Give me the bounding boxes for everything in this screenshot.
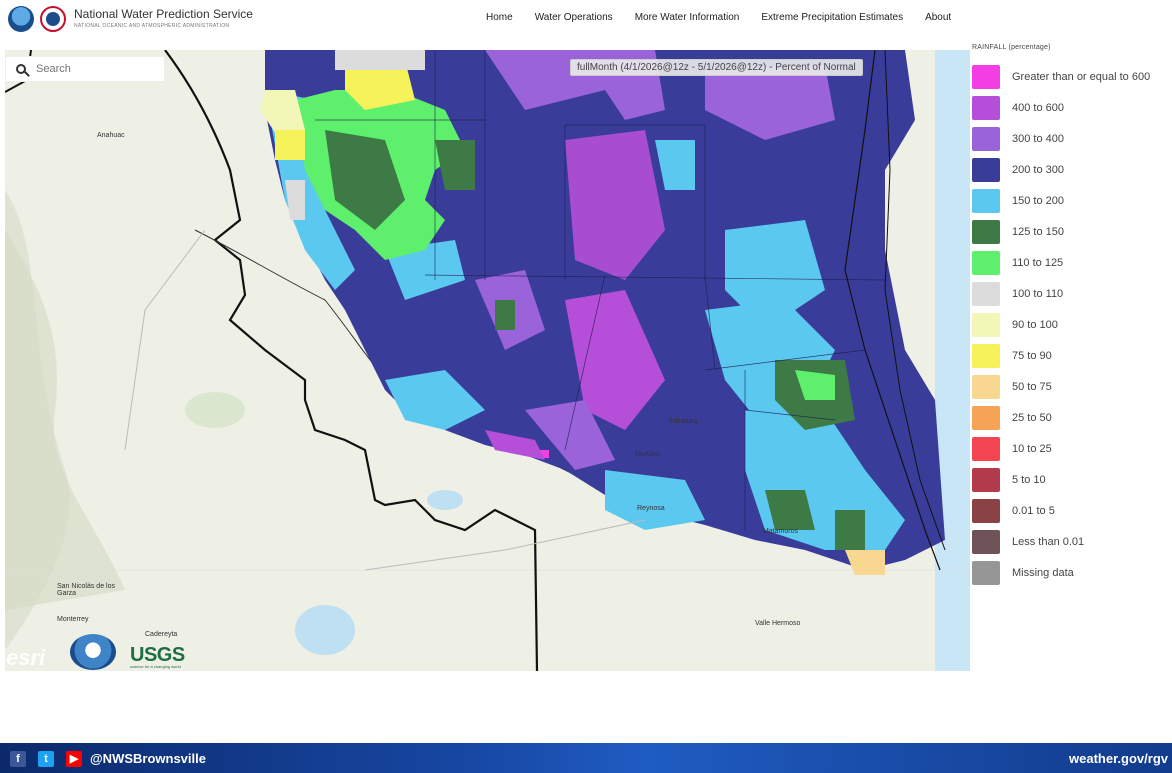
legend-item: 10 to 25: [972, 433, 1172, 464]
footer-banner: f t ▶ @NWSBrownsville weather.gov/rgv: [0, 743, 1172, 773]
nav-home[interactable]: Home: [486, 12, 513, 23]
legend-item: Missing data: [972, 557, 1172, 588]
legend-label: Greater than or equal to 600: [1012, 70, 1151, 83]
legend-swatch: [972, 498, 1000, 523]
search-input[interactable]: [36, 63, 146, 75]
legend-item: 150 to 200: [972, 185, 1172, 216]
legend-item: 75 to 90: [972, 340, 1172, 371]
town-label: Anahuac: [97, 132, 125, 139]
legend-item: 200 to 300: [972, 154, 1172, 185]
usgs-logo: USGS: [130, 644, 185, 666]
legend-swatch: [972, 95, 1000, 120]
legend-swatch: [972, 157, 1000, 182]
noaa-attribution-icon: [70, 634, 116, 670]
legend-item: Less than 0.01: [972, 526, 1172, 557]
noaa-logo-icon[interactable]: [8, 6, 34, 32]
legend-item: 125 to 150: [972, 216, 1172, 247]
legend-label: 100 to 110: [1012, 287, 1064, 300]
legend-item: 25 to 50: [972, 402, 1172, 433]
nav-water-operations[interactable]: Water Operations: [534, 12, 613, 23]
legend-label: 200 to 300: [1012, 163, 1064, 176]
legend-swatch: [972, 281, 1000, 306]
legend-label: 125 to 150: [1012, 225, 1064, 238]
legend-swatch: [972, 188, 1000, 213]
town-label: Matamoros: [763, 528, 799, 535]
legend-item: 50 to 75: [972, 371, 1172, 402]
nav-extreme-precipitation-estimates[interactable]: Extreme Precipitation Estimates: [761, 12, 904, 23]
social-handle[interactable]: @NWSBrownsville: [90, 751, 206, 766]
legend-swatch: [972, 529, 1000, 554]
legend-item: 100 to 110: [972, 278, 1172, 309]
legend-swatch: [972, 436, 1000, 461]
site-title[interactable]: National Water Prediction Service: [74, 7, 253, 21]
twitter-icon[interactable]: t: [38, 751, 54, 767]
town-label: Edinburg: [669, 418, 698, 425]
legend-swatch: [972, 250, 1000, 275]
legend-swatch: [972, 64, 1000, 89]
search-icon[interactable]: [16, 64, 26, 74]
nav-about[interactable]: About: [925, 12, 952, 23]
legend-item: 0.01 to 5: [972, 495, 1172, 526]
legend-label: 50 to 75: [1012, 380, 1052, 393]
legend-item: 5 to 10: [972, 464, 1172, 495]
legend-swatch: [972, 374, 1000, 399]
legend-label: 110 to 125: [1012, 256, 1064, 269]
legend-swatch: [972, 560, 1000, 585]
legend-swatch: [972, 405, 1000, 430]
town-label: McAllen: [635, 451, 660, 458]
legend-item: 400 to 600: [972, 92, 1172, 123]
town-label: Valle Hermoso: [755, 620, 801, 627]
nav-more-water-information[interactable]: More Water Information: [634, 12, 740, 23]
town-label: Reynosa: [637, 505, 665, 512]
legend-swatch: [972, 312, 1000, 337]
legend-swatch: [972, 343, 1000, 368]
site-url[interactable]: weather.gov/rgv: [1069, 751, 1168, 766]
legend-label: 5 to 10: [1012, 473, 1046, 486]
map-overlay-title: fullMonth (4/1/2026@12z - 5/1/2026@12z) …: [570, 59, 863, 76]
youtube-icon[interactable]: ▶: [66, 751, 82, 767]
legend-swatch: [972, 467, 1000, 492]
legend-panel: RAINFALL (percentage) Greater than or eq…: [972, 44, 1172, 588]
main-nav: Home Water Operations More Water Informa…: [486, 12, 951, 23]
town-label: San Nicolás de los Garza: [57, 583, 115, 597]
map-view[interactable]: Anahuac San Nicolás de los Garza Monterr…: [5, 50, 970, 671]
site-subtitle: NATIONAL OCEANIC AND ATMOSPHERIC ADMINIS…: [74, 23, 230, 29]
legend-list: Greater than or equal to 600 400 to 600 30…: [972, 61, 1172, 588]
legend-item: 110 to 125: [972, 247, 1172, 278]
town-label: Monterrey: [57, 616, 89, 623]
header: National Water Prediction Service NATION…: [0, 0, 1172, 38]
legend-swatch: [972, 219, 1000, 244]
nws-logo-icon[interactable]: [40, 6, 66, 32]
legend-label: 150 to 200: [1012, 194, 1064, 207]
usgs-tagline: science for a changing world: [130, 664, 181, 669]
esri-logo: esri: [6, 645, 46, 670]
legend-label: 25 to 50: [1012, 411, 1052, 424]
legend-item: 90 to 100: [972, 309, 1172, 340]
legend-label: 0.01 to 5: [1012, 504, 1055, 517]
map-search[interactable]: [5, 56, 165, 82]
legend-item: 300 to 400: [972, 123, 1172, 154]
basemap-svg: [5, 50, 970, 671]
legend-label: 400 to 600: [1012, 101, 1064, 114]
legend-title: RAINFALL (percentage): [972, 44, 1051, 51]
legend-label: 75 to 90: [1012, 349, 1052, 362]
legend-item: Greater than or equal to 600: [972, 61, 1172, 92]
legend-label: 90 to 100: [1012, 318, 1058, 331]
legend-label: Missing data: [1012, 566, 1074, 579]
facebook-icon[interactable]: f: [10, 751, 26, 767]
legend-label: 10 to 25: [1012, 442, 1052, 455]
legend-swatch: [972, 126, 1000, 151]
legend-label: 300 to 400: [1012, 132, 1064, 145]
town-label: Cadereyta: [145, 631, 178, 638]
legend-label: Less than 0.01: [1012, 535, 1085, 548]
